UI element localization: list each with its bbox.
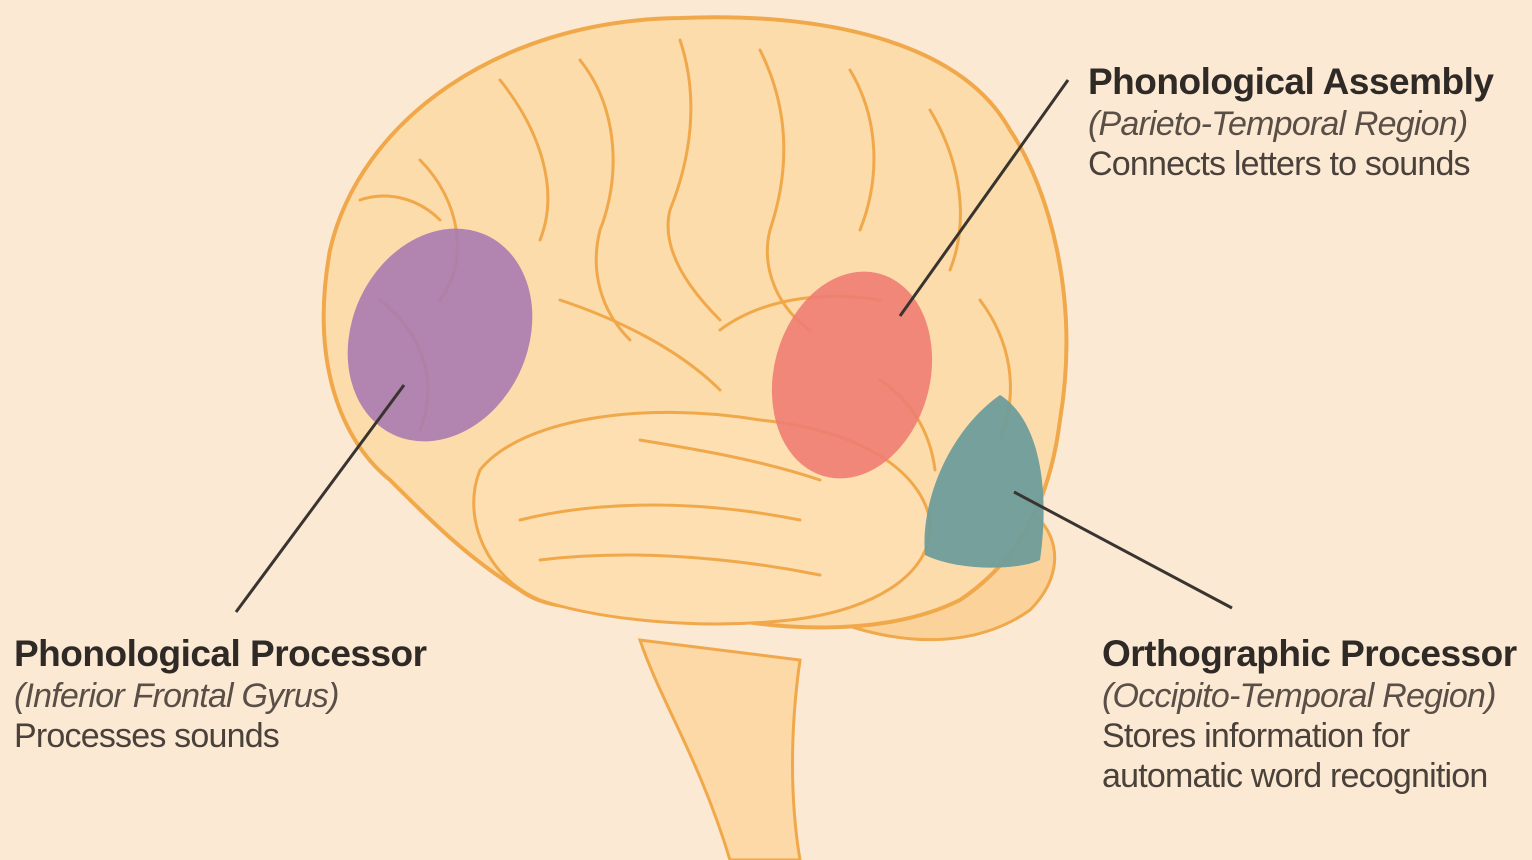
phonological-processor-description: Processes sounds [14, 716, 427, 756]
phonological-processor-region-text: (Inferior Frontal Gyrus) [14, 676, 427, 716]
label-orthographic-processor: Orthographic Processor (Occipito-Tempora… [1102, 632, 1517, 796]
orthographic-processor-description-line1: Stores information for [1102, 716, 1517, 756]
label-phonological-processor: Phonological Processor (Inferior Frontal… [14, 632, 427, 756]
orthographic-processor-title: Orthographic Processor [1102, 632, 1517, 676]
brain-stem [640, 640, 800, 860]
leader-line-phonological-processor [236, 385, 404, 612]
phonological-processor-title: Phonological Processor [14, 632, 427, 676]
phonological-assembly-description: Connects letters to sounds [1088, 144, 1494, 184]
phonological-assembly-region-text: (Parieto-Temporal Region) [1088, 104, 1494, 144]
phonological-assembly-title: Phonological Assembly [1088, 60, 1494, 104]
orthographic-processor-description-line2: automatic word recognition [1102, 756, 1517, 796]
label-phonological-assembly: Phonological Assembly (Parieto-Temporal … [1088, 60, 1494, 184]
orthographic-processor-region-text: (Occipito-Temporal Region) [1102, 676, 1517, 716]
